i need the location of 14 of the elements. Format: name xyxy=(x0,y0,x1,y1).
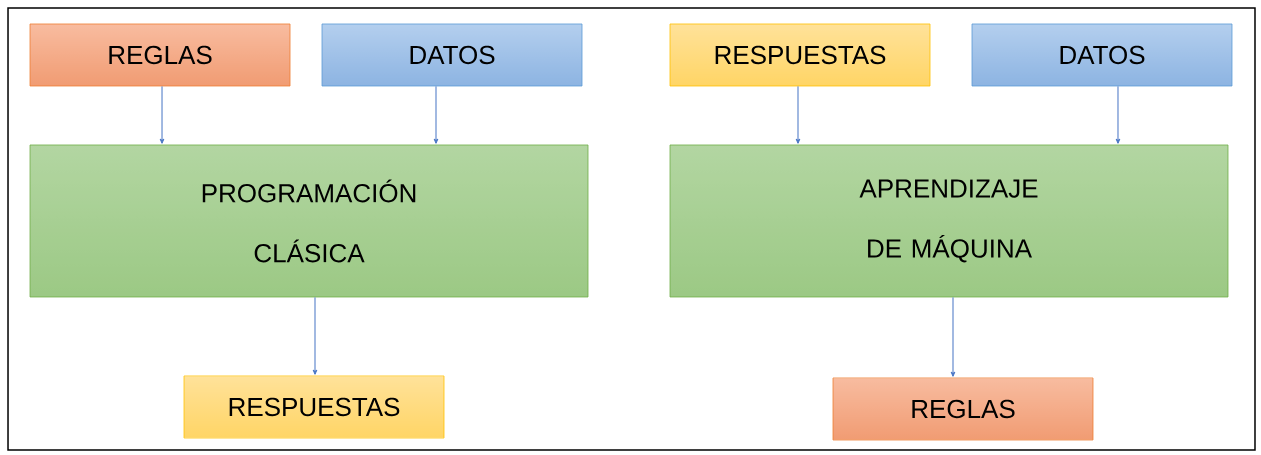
process-box: PROGRAMACIÓN CLÁSICA xyxy=(29,144,589,298)
process-box: RESPUESTAS xyxy=(669,23,931,87)
process-box: APRENDIZAJE DE MÁQUINA xyxy=(669,144,1229,298)
process-box: REGLAS xyxy=(29,23,291,87)
arrow xyxy=(433,85,439,144)
arrow xyxy=(795,85,801,144)
arrow xyxy=(312,296,318,375)
arrow xyxy=(159,85,165,144)
arrow xyxy=(1115,85,1121,144)
process-box: REGLAS xyxy=(832,377,1094,441)
process-box: DATOS xyxy=(321,23,583,87)
process-box: DATOS xyxy=(971,23,1233,87)
process-box: RESPUESTAS xyxy=(183,375,445,439)
arrow xyxy=(950,296,956,377)
